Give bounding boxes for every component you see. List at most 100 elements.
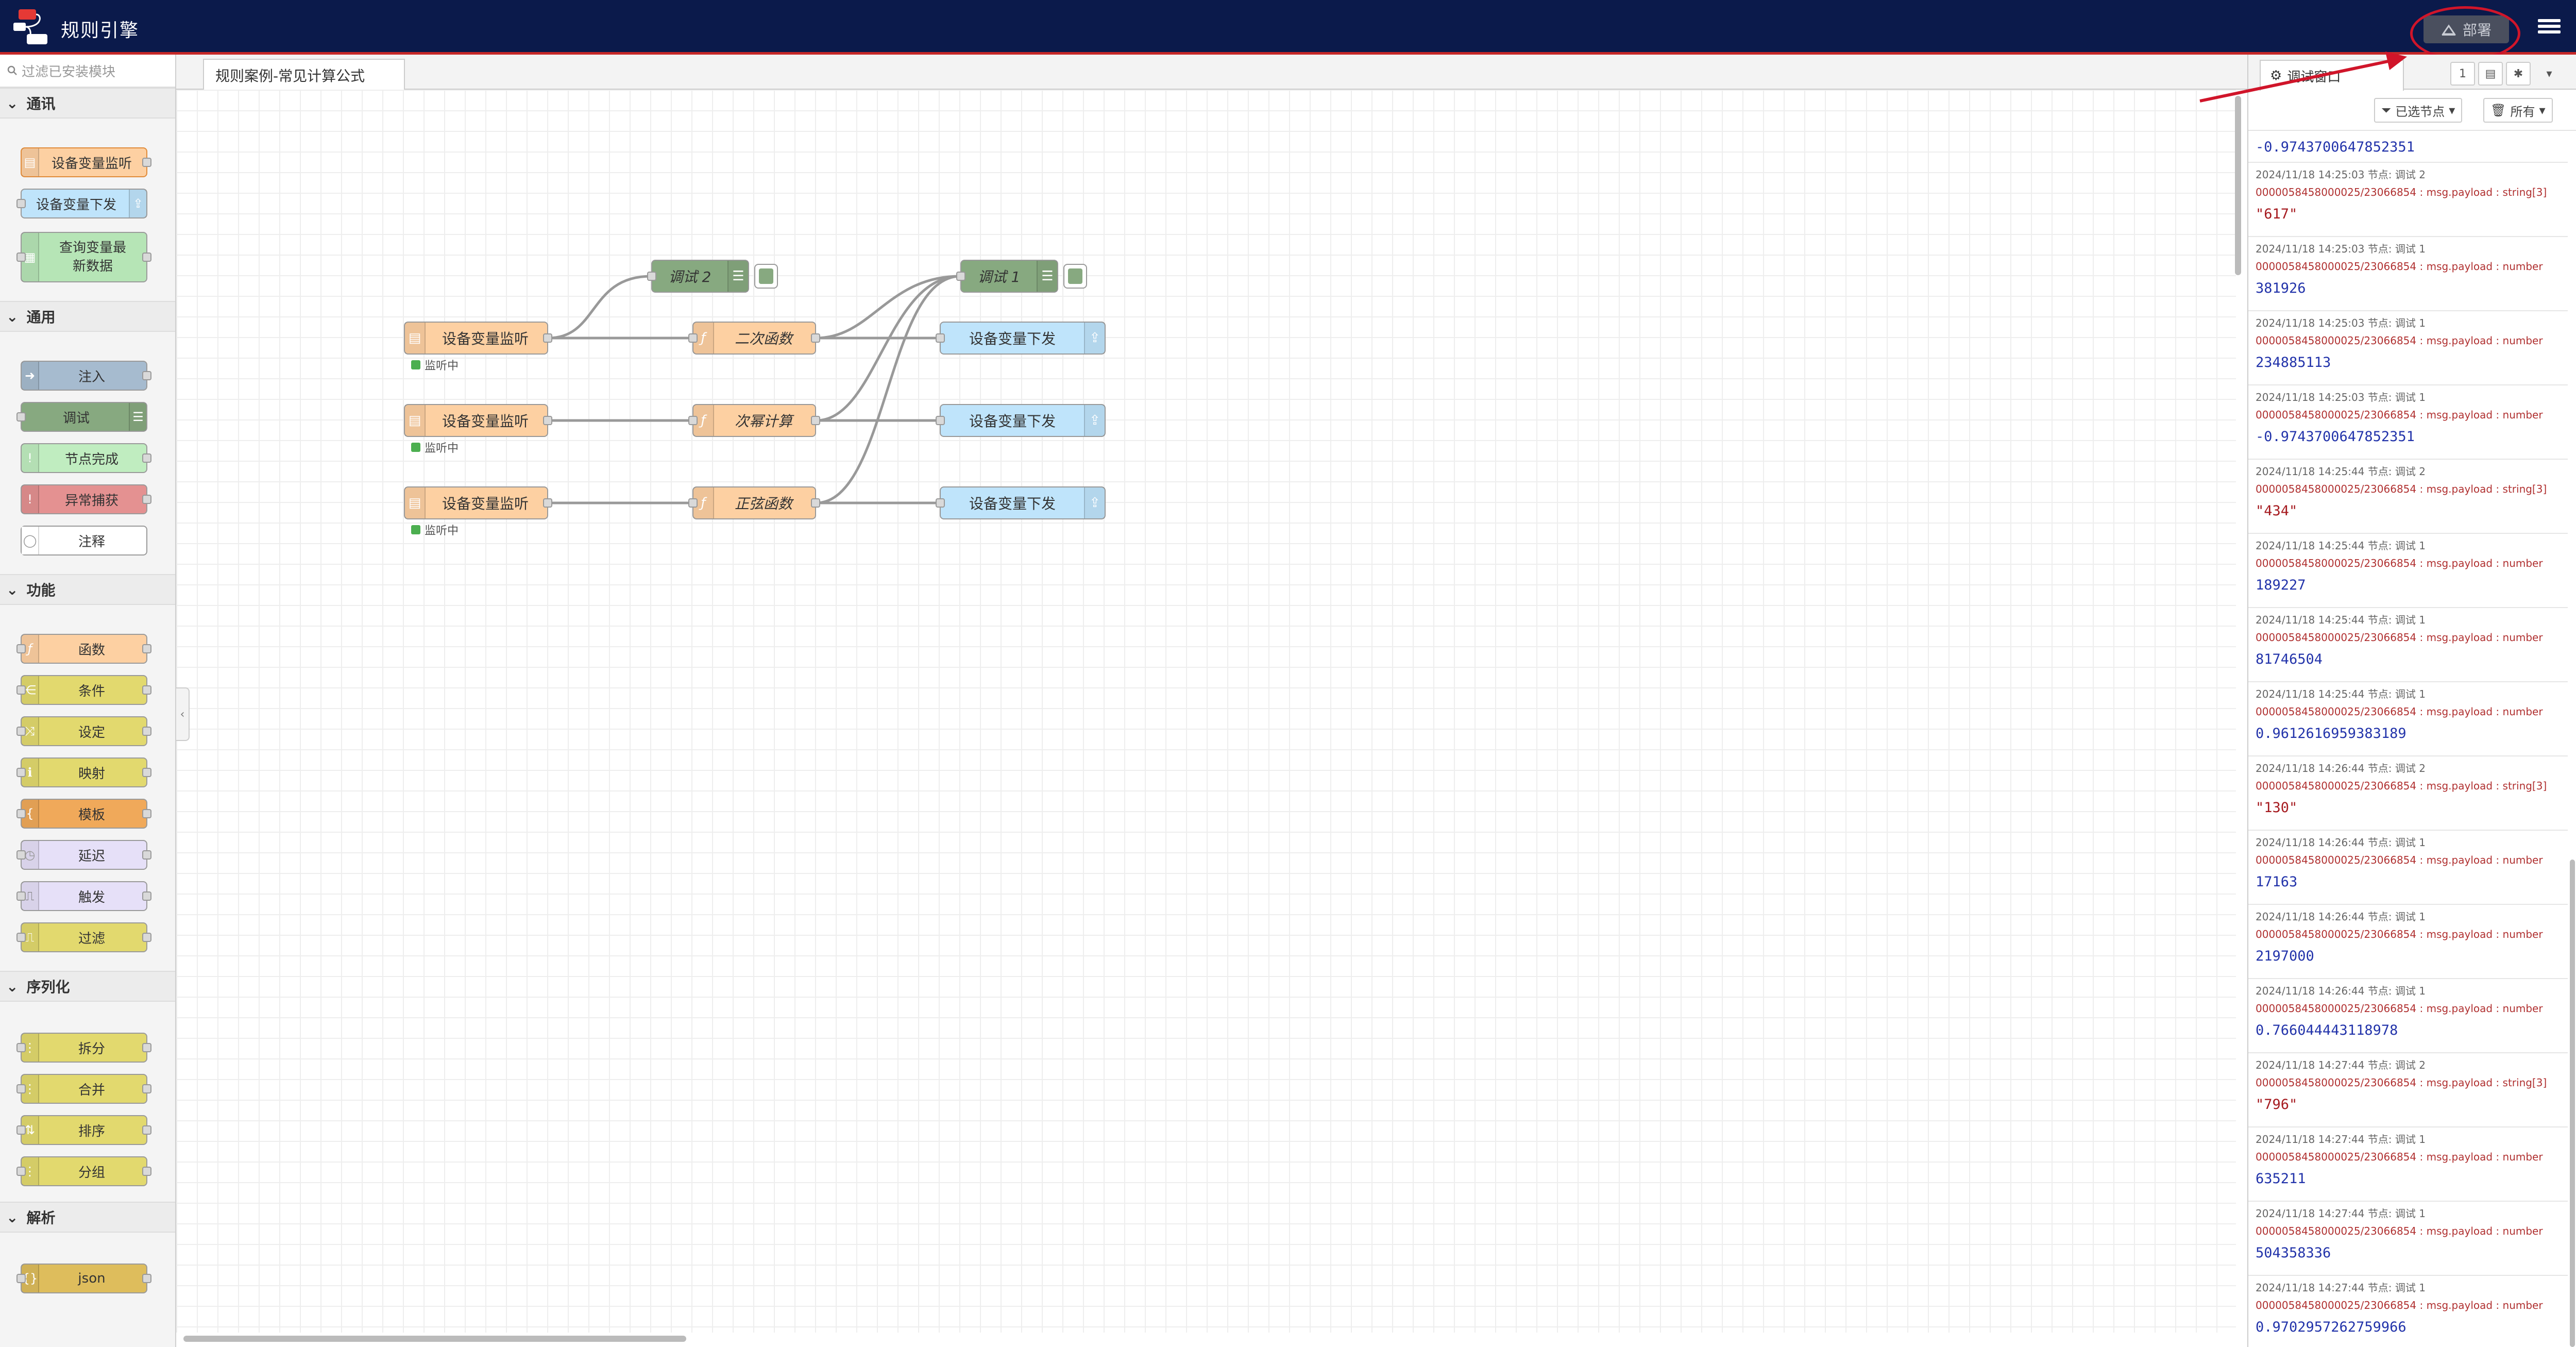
- palette-category-function[interactable]: ⌄功能: [0, 574, 175, 605]
- chevron-down-icon[interactable]: ▾: [2546, 67, 2552, 80]
- debug-message-topic[interactable]: 0000058458000025/23066854 : msg.payload …: [2256, 631, 2543, 644]
- palette-search-input[interactable]: 过滤已安装模块: [0, 55, 175, 88]
- clear-all-dropdown[interactable]: 🗑所有▾: [2483, 98, 2553, 123]
- debug-message-topic[interactable]: 0000058458000025/23066854 : msg.payload …: [2256, 780, 2547, 792]
- palette-node-delay[interactable]: ◷延迟: [16, 840, 151, 870]
- canvas-vertical-scrollbar[interactable]: [2235, 96, 2241, 275]
- sidebar-tabbar: ⚙ 调试窗口 1 ▤ ✱ ▾: [2248, 55, 2576, 91]
- palette-node-query-latest[interactable]: ▦查询变量最新数据: [16, 232, 151, 282]
- debug2-toggle-button[interactable]: [754, 264, 778, 289]
- debug-message-value[interactable]: 0.9612616959383189: [2256, 726, 2406, 742]
- debug-message-value[interactable]: "434": [2256, 503, 2298, 519]
- debug-message-topic[interactable]: 0000058458000025/23066854 : msg.payload …: [2256, 409, 2543, 421]
- debug-message-topic[interactable]: 0000058458000025/23066854 : msg.payload …: [2256, 260, 2543, 273]
- debug-message-value[interactable]: 189227: [2256, 577, 2306, 593]
- debug-message-value[interactable]: 0.766044443118978: [2256, 1022, 2398, 1038]
- flow-node-listen-2[interactable]: ▤设备变量监听: [404, 404, 552, 437]
- palette-collapse-handle[interactable]: ‹: [176, 687, 190, 741]
- palette-node-switch[interactable]: ⋲条件: [16, 675, 151, 705]
- chevron-down-icon: ⌄: [6, 978, 19, 995]
- palette-node-join[interactable]: ⋮合并: [16, 1074, 151, 1104]
- debug-message-value[interactable]: 81746504: [2256, 651, 2323, 667]
- palette-category-comm[interactable]: ⌄通讯: [0, 88, 175, 119]
- debug-message-topic[interactable]: 0000058458000025/23066854 : msg.payload …: [2256, 928, 2543, 940]
- palette-node-batch[interactable]: ⋮分组: [16, 1156, 151, 1186]
- debug-message-value[interactable]: 504358336: [2256, 1245, 2331, 1261]
- debug-message-value[interactable]: "796": [2256, 1097, 2298, 1113]
- debug-message-topic[interactable]: 0000058458000025/23066854 : msg.payload …: [2256, 1225, 2543, 1237]
- exclamation-icon: !: [22, 485, 39, 513]
- palette-node-split[interactable]: ⋮拆分: [16, 1033, 151, 1063]
- flow-node-debug2[interactable]: 调试 2☰: [647, 260, 749, 293]
- palette-search-placeholder: 过滤已安装模块: [22, 64, 116, 80]
- debug-message-topic[interactable]: 0000058458000025/23066854 : msg.payload …: [2256, 186, 2547, 198]
- debug-message-value[interactable]: 234885113: [2256, 355, 2331, 371]
- palette-node-trigger[interactable]: ⎍触发: [16, 881, 151, 911]
- palette-category-common[interactable]: ⌄通用: [0, 301, 175, 332]
- debug-message-value[interactable]: -0.9743700647852351: [2256, 429, 2415, 445]
- debug-message-topic[interactable]: 0000058458000025/23066854 : msg.payload …: [2256, 334, 2543, 347]
- flow-canvas[interactable]: 调试 2☰ 调试 1☰ ▤设备变量监听 监听中 ▤设备变量监听 监听中 ▤设备变…: [176, 90, 2236, 1333]
- clipboard-icon[interactable]: ▤: [2478, 62, 2503, 86]
- debug-message-topic[interactable]: 0000058458000025/23066854 : msg.payload …: [2256, 1151, 2543, 1163]
- debug-message-meta: 2024/11/18 14:26:44 节点: 调试 1: [2256, 985, 2426, 997]
- debug-message-topic[interactable]: 0000058458000025/23066854 : msg.payload …: [2256, 1299, 2543, 1311]
- palette-node-sort[interactable]: ⇅排序: [16, 1115, 151, 1145]
- debug-message-value[interactable]: 17163: [2256, 874, 2298, 890]
- tab-debug[interactable]: ⚙ 调试窗口: [2260, 60, 2404, 91]
- palette-node-device-listen[interactable]: ▤设备变量监听: [21, 147, 151, 177]
- sidebar-page-button[interactable]: 1: [2450, 62, 2475, 86]
- device-icon: ▤: [405, 323, 426, 353]
- palette-node-complete[interactable]: !节点完成: [21, 443, 151, 473]
- palette-node-device-send[interactable]: 设备变量下发⇪: [16, 189, 147, 218]
- flow-node-listen-1[interactable]: ▤设备变量监听: [404, 322, 552, 355]
- debug-message-topic[interactable]: 0000058458000025/23066854 : msg.payload …: [2256, 1076, 2547, 1089]
- flow-node-send-3[interactable]: 设备变量下发⇪: [936, 486, 1106, 519]
- deploy-button[interactable]: 部署: [2424, 15, 2509, 43]
- debug-message-topic[interactable]: 0000058458000025/23066854 : msg.payload …: [2256, 705, 2543, 718]
- debug-message-value[interactable]: "130": [2256, 800, 2298, 816]
- palette-node-json[interactable]: {}json: [16, 1264, 151, 1293]
- palette-node-template[interactable]: {模板: [16, 799, 151, 829]
- palette-node-catch[interactable]: !异常捕获: [21, 484, 151, 514]
- flow-node-send-2[interactable]: 设备变量下发⇪: [936, 404, 1106, 437]
- palette-node-change[interactable]: ⤨设定: [16, 716, 151, 746]
- debug1-toggle-button[interactable]: [1063, 264, 1087, 289]
- debug-message-topic[interactable]: 0000058458000025/23066854 : msg.payload …: [2256, 854, 2543, 866]
- palette-category-sequence[interactable]: ⌄序列化: [0, 971, 175, 1002]
- deploy-icon: [2442, 24, 2456, 36]
- tab-flow[interactable]: 规则案例-常见计算公式: [203, 59, 405, 91]
- debug-scrollbar[interactable]: [2570, 860, 2575, 1347]
- palette-node-filter[interactable]: ⎍过滤: [16, 922, 151, 952]
- palette-category-parse[interactable]: ⌄解析: [0, 1202, 175, 1233]
- palette-node-debug[interactable]: 调试☰: [16, 402, 147, 432]
- debug-message-topic[interactable]: 0000058458000025/23066854 : msg.payload …: [2256, 557, 2543, 569]
- debug-message-topic[interactable]: 0000058458000025/23066854 : msg.payload …: [2256, 483, 2547, 495]
- debug-message-topic[interactable]: 0000058458000025/23066854 : msg.payload …: [2256, 1002, 2543, 1015]
- canvas-horizontal-scrollbar[interactable]: [183, 1336, 686, 1342]
- category-label: 通用: [26, 309, 56, 326]
- debug-message-meta: 2024/11/18 14:27:44 节点: 调试 2: [2256, 1059, 2426, 1071]
- debug-message-meta: 2024/11/18 14:25:44 节点: 调试 2: [2256, 465, 2426, 478]
- flow-node-send-1[interactable]: 设备变量下发⇪: [936, 322, 1106, 355]
- debug-message-value[interactable]: 2197000: [2256, 948, 2314, 964]
- debug-message-value[interactable]: "617": [2256, 206, 2298, 222]
- debug-message-value[interactable]: 635211: [2256, 1171, 2306, 1187]
- bug-icon[interactable]: ✱: [2506, 62, 2531, 86]
- debug-message-value[interactable]: 381926: [2256, 280, 2306, 296]
- flow-node-listen-3[interactable]: ▤设备变量监听: [404, 486, 552, 519]
- debug-message-value[interactable]: 0.9702957262759966: [2256, 1319, 2406, 1335]
- filter-nodes-dropdown[interactable]: ⏷已选节点▾: [2374, 98, 2463, 123]
- main-menu-icon[interactable]: [2538, 16, 2561, 39]
- flow-node-debug1[interactable]: 调试 1☰: [956, 260, 1058, 293]
- list-icon: ☰: [1037, 261, 1057, 292]
- palette-node-comment[interactable]: ◯注释: [21, 526, 147, 555]
- palette-node-inject[interactable]: ➜注入: [21, 361, 151, 391]
